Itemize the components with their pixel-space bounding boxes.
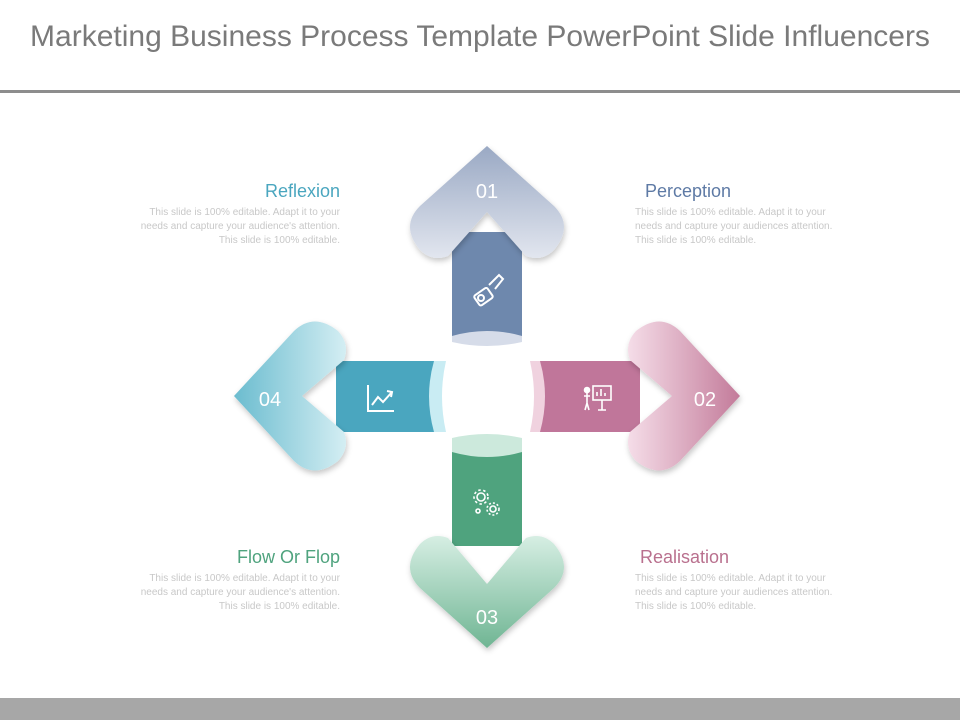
title-divider: [0, 90, 960, 93]
line-chart-icon: [367, 385, 394, 412]
body-realisation: This slide is 100% editable. Adapt it to…: [635, 573, 833, 612]
arrow-number-01: 01: [476, 181, 498, 203]
text-block-perception: Perception This slide is 100% editable. …: [635, 180, 850, 248]
presentation-icon: [583, 385, 612, 411]
body-perception: This slide is 100% editable. Adapt it to…: [635, 207, 833, 246]
hand-money-icon: [473, 273, 505, 307]
arrow-number-02: 02: [694, 389, 716, 411]
arrow-number-03: 03: [476, 607, 498, 629]
text-block-reflexion: Reflexion This slide is 100% editable. A…: [125, 180, 340, 248]
body-flow: This slide is 100% editable. Adapt it to…: [140, 573, 340, 612]
arrow-number-04: 04: [259, 389, 281, 411]
heading-flow: Flow Or Flop: [236, 547, 340, 567]
text-block-realisation: Realisation This slide is 100% editable.…: [635, 546, 850, 614]
body-reflexion: This slide is 100% editable. Adapt it to…: [140, 207, 340, 246]
heading-reflexion: Reflexion: [264, 181, 340, 201]
text-block-flow: Flow Or Flop This slide is 100% editable…: [125, 546, 340, 614]
slide-title: Marketing Business Process Template Powe…: [30, 20, 930, 53]
heading-perception: Perception: [645, 181, 732, 201]
footer-bar: [0, 698, 960, 720]
heading-realisation: Realisation: [640, 547, 730, 567]
arrow-01: [410, 146, 564, 346]
gears-icon: [473, 489, 500, 516]
